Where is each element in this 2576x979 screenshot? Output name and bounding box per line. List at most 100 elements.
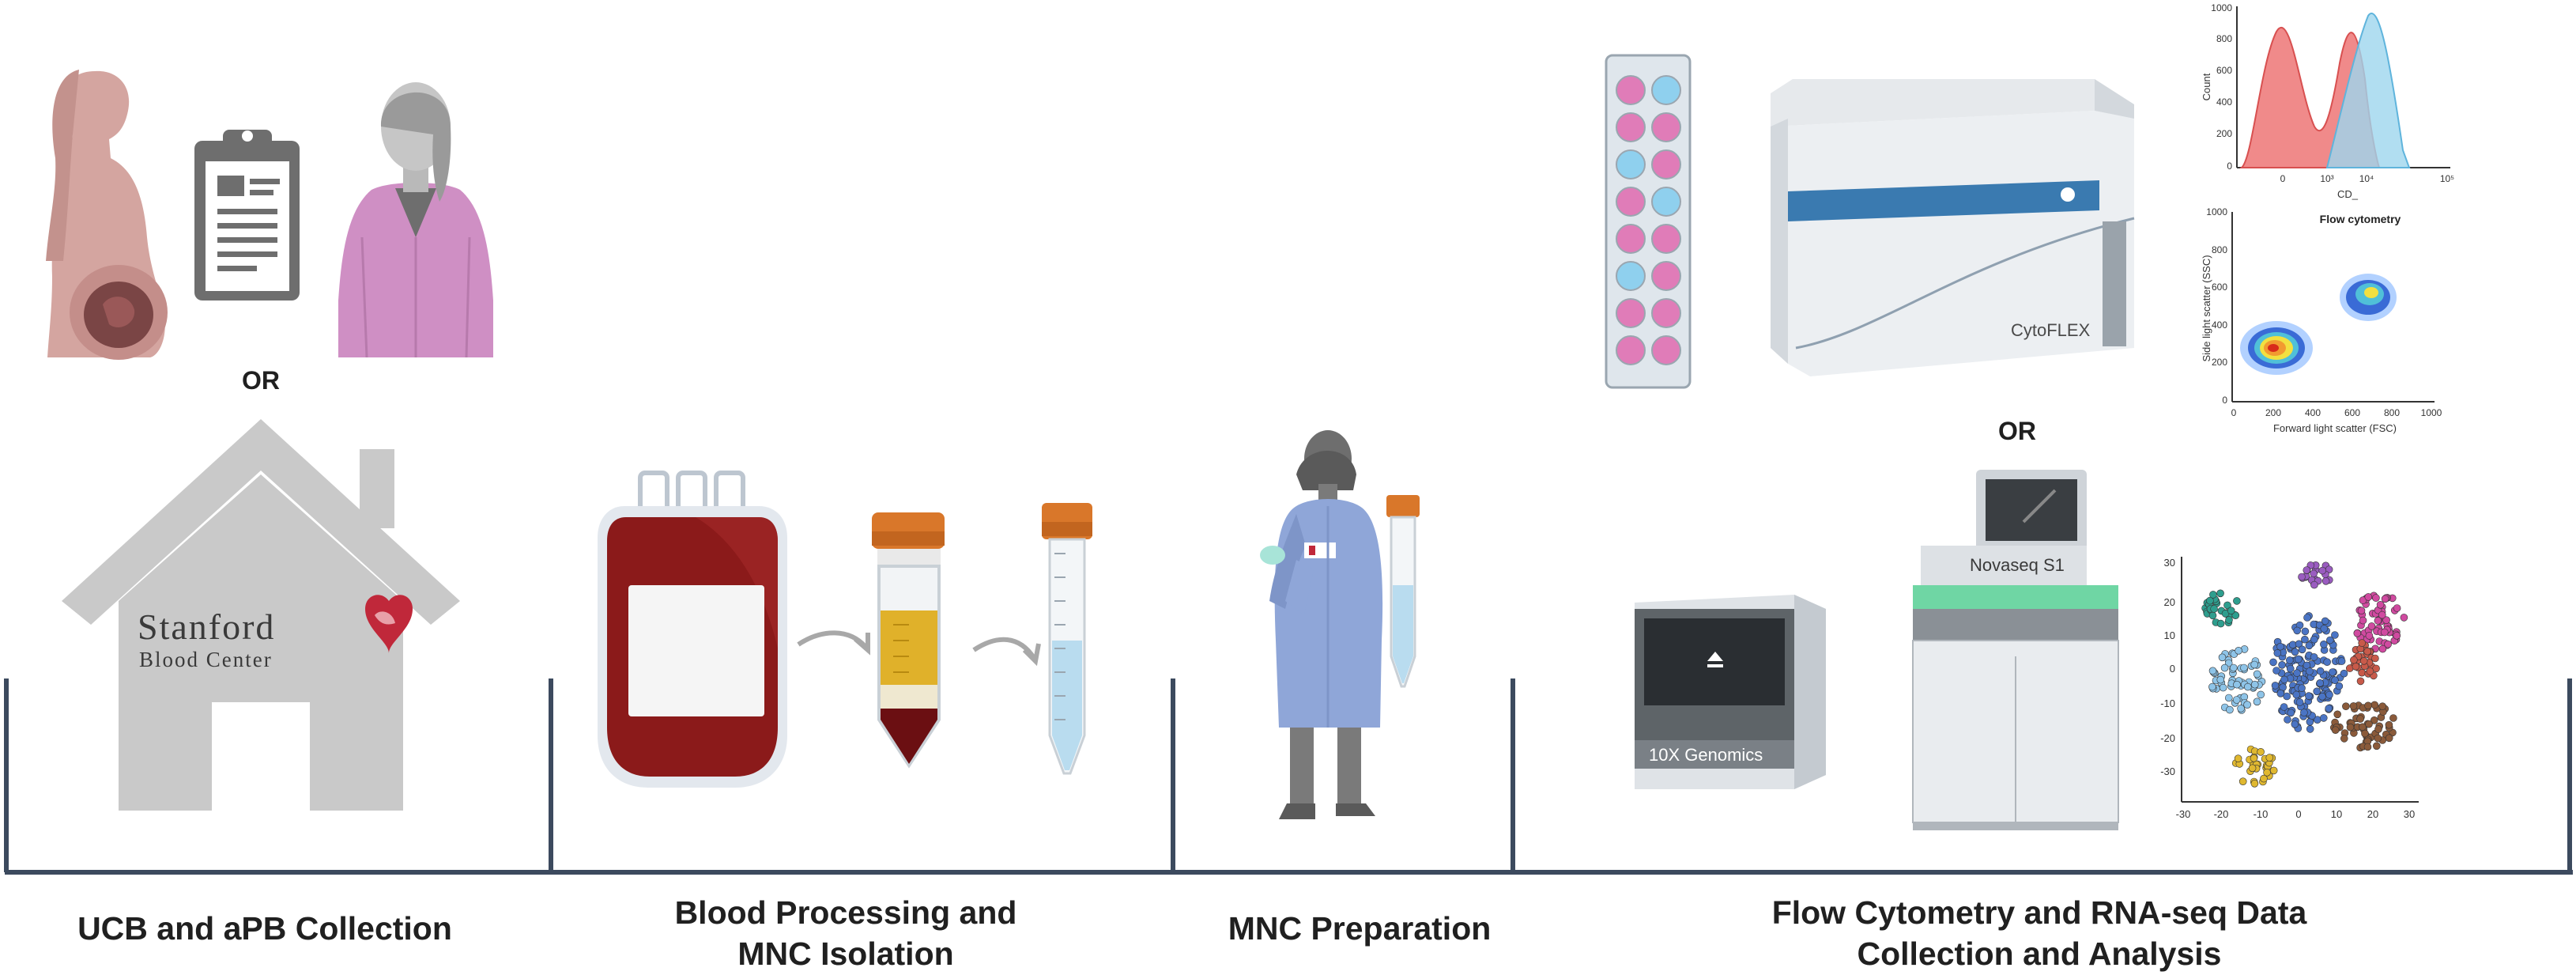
tsne-point [2367, 622, 2376, 630]
well [1616, 261, 1646, 291]
tsne-point [2219, 683, 2227, 692]
tsne-point [2320, 640, 2328, 648]
tsne-point [2283, 692, 2291, 701]
tsne-point [2295, 655, 2303, 663]
tsne-point [2225, 616, 2233, 624]
tsne-point [2366, 667, 2374, 675]
svg-text:-20: -20 [2160, 732, 2175, 744]
tsne-point [2233, 597, 2241, 605]
svg-text:10: 10 [2331, 808, 2342, 820]
tsne-point [2273, 649, 2282, 657]
tsne-point [2316, 667, 2325, 675]
tsne-point [2384, 640, 2392, 648]
well [1616, 75, 1646, 105]
tsne-point [2310, 580, 2318, 589]
clipboard-icon [194, 130, 300, 301]
tsne-point [2340, 735, 2348, 743]
tsne-point [2253, 670, 2261, 678]
scientist-icon [1260, 430, 1383, 819]
tsne-point [2280, 703, 2288, 711]
svg-text:400: 400 [2212, 319, 2227, 331]
tsne-point [2301, 635, 2309, 644]
svg-text:0: 0 [2227, 161, 2232, 172]
tsne-point [2374, 734, 2382, 743]
tsne-point [2227, 607, 2235, 615]
tsne-point [2352, 662, 2360, 671]
tsne-point [2208, 611, 2217, 620]
tsne-point [2385, 734, 2393, 743]
tsne-point [2234, 754, 2242, 763]
tsne-point [2385, 720, 2393, 729]
tsne-point [2257, 747, 2265, 756]
tsne-point [2216, 675, 2225, 684]
svg-text:CytoFLEX: CytoFLEX [2011, 320, 2091, 340]
tsne-point [2226, 705, 2234, 714]
tsne-scatter-chart: 30 20 10 0 -10 -20 -30 -30 -20 -10 0 10 … [2160, 557, 2419, 820]
svg-text:Forward light scatter (FSC): Forward light scatter (FSC) [2273, 422, 2397, 434]
stanford-blood-center-logo: Stanford Blood Center [138, 595, 413, 671]
tsne-point [2291, 648, 2299, 656]
separation-tube-icon [872, 512, 945, 769]
well [1616, 224, 1646, 254]
tsne-point [2365, 632, 2374, 640]
tsne-point [2298, 645, 2306, 654]
tsne-point [2250, 680, 2259, 689]
tsne-point [2373, 742, 2381, 750]
svg-text:30: 30 [2404, 808, 2415, 820]
tsne-point [2284, 716, 2291, 724]
stage-label-flow-rnaseq: Flow Cytometry and RNA-seq Data Collecti… [1771, 894, 2307, 972]
tsne-point [2318, 566, 2326, 575]
svg-text:600: 600 [2344, 407, 2360, 418]
stage-label-collection: UCB and aPB Collection [77, 910, 452, 947]
tsne-point [2287, 709, 2295, 717]
tsne-point [2353, 629, 2362, 637]
tsne-point [2321, 576, 2330, 585]
tsne-point [2280, 675, 2288, 684]
well [1651, 75, 1681, 105]
blood-bag-icon [598, 471, 787, 788]
well [1616, 298, 1646, 328]
tsne-point [2361, 729, 2369, 738]
tsne-point [2376, 600, 2385, 609]
tsne-point [2265, 754, 2274, 762]
tsne-point [2374, 725, 2382, 733]
svg-text:10: 10 [2164, 629, 2175, 641]
well [1651, 149, 1681, 180]
tsne-point [2372, 594, 2380, 602]
tsne-point [2359, 656, 2368, 665]
well-plate-icon [1605, 54, 1692, 389]
well [1616, 112, 1646, 142]
tsne-point [2272, 667, 2280, 675]
tsne-point [2325, 690, 2333, 699]
tsne-point [2298, 573, 2306, 581]
stage-label-blood-processing: Blood Processing and MNC Isolation [674, 894, 1017, 972]
histogram-chart: 1000 800 600 400 200 0 0 10³ 10⁴ 10⁵ CD_… [2201, 2, 2454, 200]
tsne-point [2318, 692, 2326, 701]
svg-text:0: 0 [2231, 407, 2237, 418]
svg-text:200: 200 [2216, 128, 2232, 139]
tsne-point [2358, 639, 2366, 647]
tsne-point [2326, 636, 2334, 644]
tsne-point [2250, 779, 2259, 788]
tsne-point [2359, 616, 2367, 625]
tsne-point [2295, 698, 2304, 706]
tsne-point [2356, 715, 2364, 723]
well [1616, 187, 1646, 217]
well [1616, 335, 1646, 365]
tsne-point [2378, 610, 2386, 619]
svg-text:800: 800 [2216, 33, 2232, 44]
tsne-point [2393, 604, 2401, 612]
svg-text:10⁵: 10⁵ [2440, 173, 2454, 184]
tsne-point [2250, 754, 2258, 762]
tsne-point [2305, 692, 2313, 700]
tsne-point [2225, 694, 2233, 702]
tsne-point [2381, 595, 2389, 603]
tsne-point [2305, 641, 2314, 650]
tsne-point [2371, 654, 2379, 663]
tsne-point [2310, 653, 2318, 661]
tsne-point [2253, 697, 2261, 706]
tsne-point [2331, 676, 2339, 685]
tsne-point [2206, 596, 2214, 605]
svg-text:Stanford: Stanford [138, 607, 275, 647]
svg-text:CD_: CD_ [2337, 188, 2359, 200]
